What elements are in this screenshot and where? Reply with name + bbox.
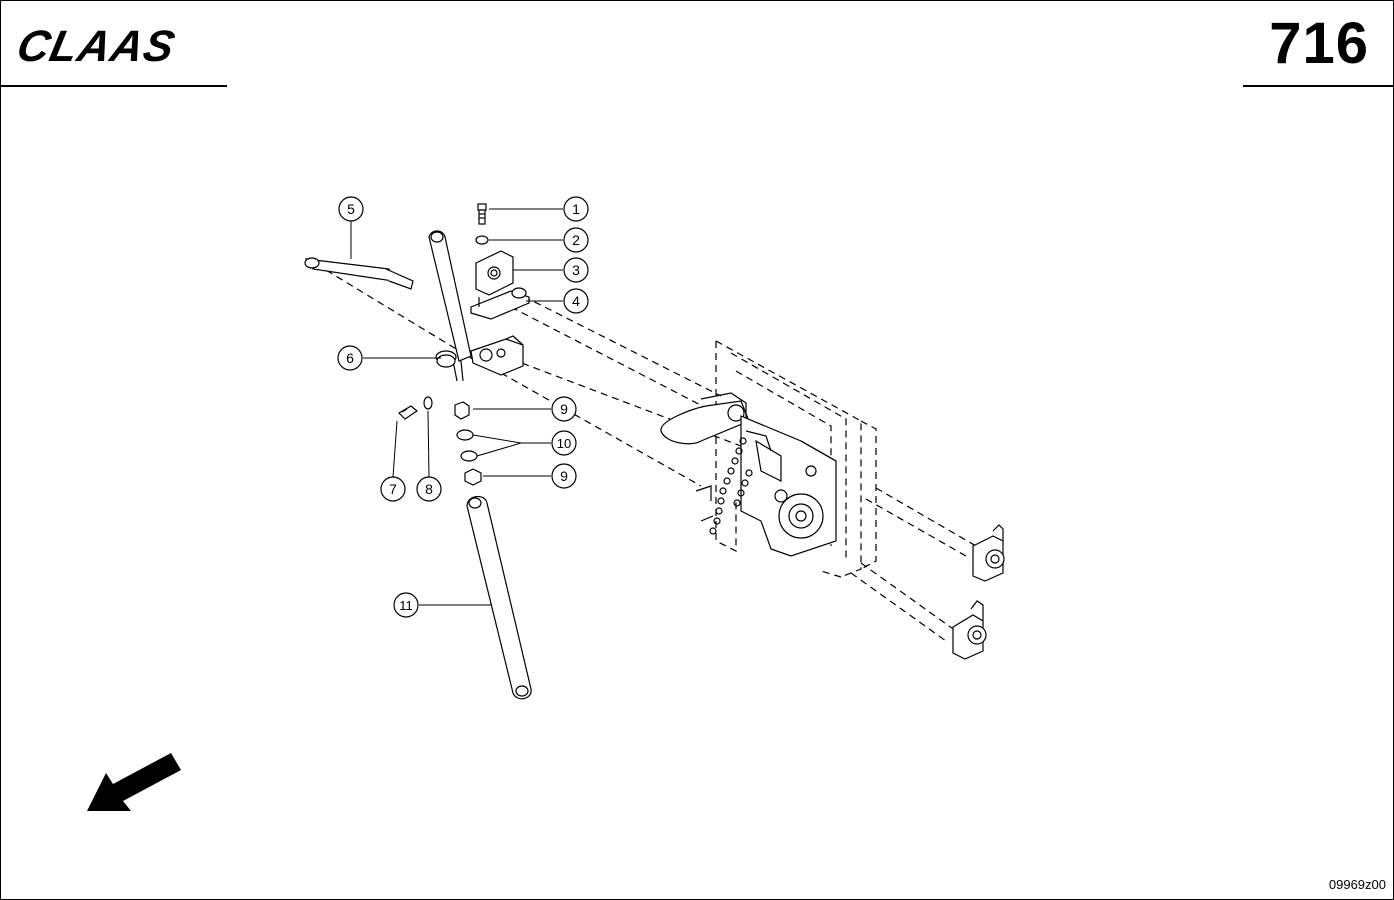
part-9-nut-upper bbox=[454, 401, 470, 420]
part-1-bolt bbox=[477, 203, 487, 225]
callout-11: 11 bbox=[393, 592, 419, 618]
direction-arrow-icon bbox=[87, 753, 181, 811]
part-8-washer bbox=[423, 396, 433, 410]
bearing-flange-lower bbox=[952, 600, 987, 660]
callout-6: 6 bbox=[337, 345, 363, 371]
part-11-lever bbox=[466, 496, 532, 700]
drawing-id: 09969z00 bbox=[1328, 877, 1386, 892]
svg-text:8: 8 bbox=[425, 481, 433, 497]
header-rule-left bbox=[1, 85, 227, 87]
svg-text:11: 11 bbox=[399, 598, 413, 613]
part-2-washer bbox=[475, 235, 489, 245]
callout-8: 8 bbox=[416, 476, 442, 502]
gearbox-assembly bbox=[660, 392, 837, 557]
callout-9-lower: 9 bbox=[551, 463, 577, 489]
part-3-plate bbox=[475, 250, 514, 296]
part-9-nut-lower bbox=[464, 468, 482, 486]
assembly-guide-lines bbox=[315, 263, 977, 642]
callout-1: 1 bbox=[563, 196, 589, 222]
callout-group: 1 2 3 4 5 6 7 bbox=[337, 196, 589, 618]
header-rule-right bbox=[1243, 85, 1393, 87]
svg-text:7: 7 bbox=[389, 481, 397, 497]
part-4-bracket bbox=[470, 287, 530, 320]
part-6-knuckle bbox=[436, 335, 524, 376]
svg-text:2: 2 bbox=[572, 232, 580, 248]
bearing-flange-upper bbox=[972, 524, 1005, 582]
brand-wordmark: CLAAS bbox=[13, 23, 180, 67]
svg-text:9: 9 bbox=[560, 468, 568, 484]
svg-text:3: 3 bbox=[572, 262, 580, 278]
leader-lines bbox=[350, 208, 563, 606]
svg-text:4: 4 bbox=[572, 293, 580, 309]
callout-9-upper: 9 bbox=[551, 396, 577, 422]
callout-10: 10 bbox=[551, 430, 577, 456]
callout-7: 7 bbox=[380, 476, 406, 502]
callout-3: 3 bbox=[563, 257, 589, 283]
part-7-bolt bbox=[398, 405, 419, 420]
svg-text:10: 10 bbox=[557, 436, 571, 451]
callout-2: 2 bbox=[563, 227, 589, 253]
svg-text:5: 5 bbox=[347, 201, 355, 217]
part-5-rod bbox=[304, 257, 414, 290]
callout-4: 4 bbox=[563, 288, 589, 314]
page-number: 716 bbox=[1269, 11, 1369, 76]
svg-text:9: 9 bbox=[560, 401, 568, 417]
callout-5: 5 bbox=[338, 196, 364, 222]
claas-logo: CLAAS bbox=[13, 23, 180, 67]
part-10-washer-a bbox=[456, 429, 474, 441]
svg-text:1: 1 bbox=[572, 201, 580, 217]
svg-text:6: 6 bbox=[346, 350, 354, 366]
drive-chain bbox=[709, 437, 753, 535]
part-10-washer-b bbox=[460, 450, 478, 462]
